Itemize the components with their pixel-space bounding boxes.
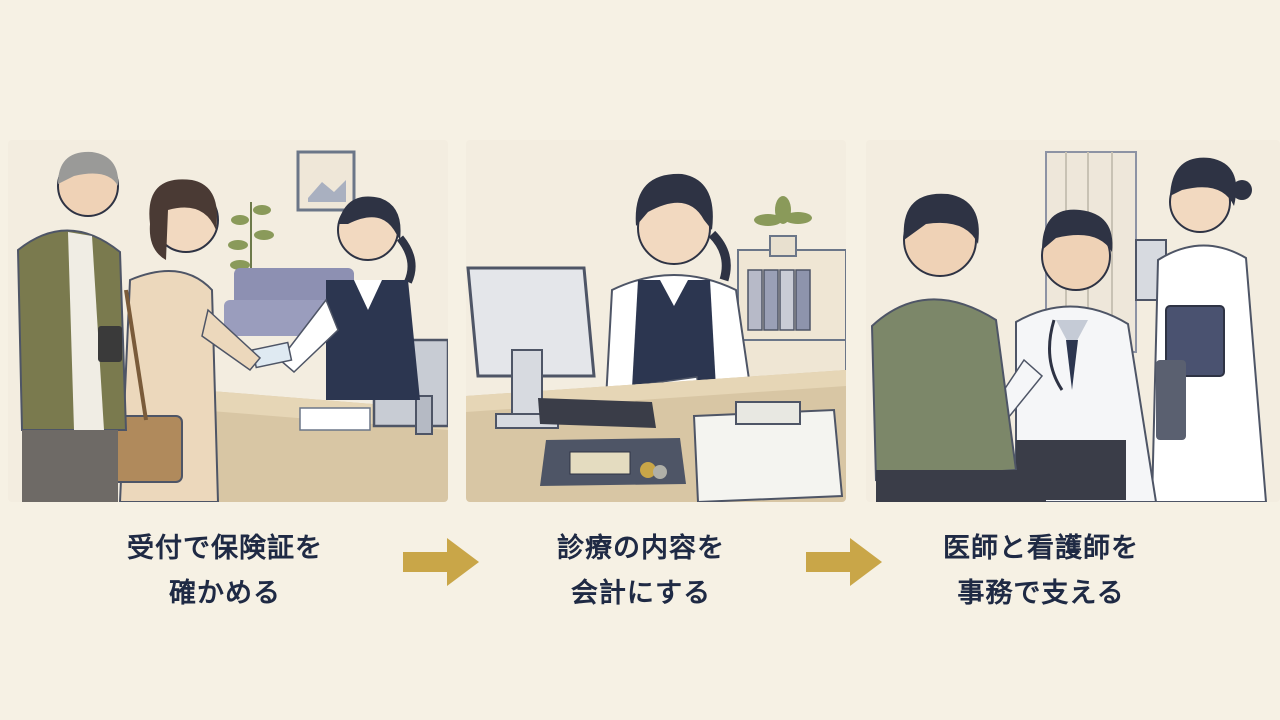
- exam-illustration: [866, 140, 1280, 502]
- step-2-caption: 診療の内容を 会計にする: [476, 526, 806, 616]
- panel-billing: [466, 140, 846, 502]
- clipboard: [1165, 305, 1225, 377]
- step-2-line-2: 会計にする: [570, 578, 712, 609]
- panel-doctor-nurse: [866, 140, 1280, 502]
- computer-monitor: [466, 266, 596, 378]
- stethoscope: [1048, 319, 1064, 391]
- step-3-line-2: 事務で支える: [957, 578, 1125, 609]
- step-1-line-2: 確かめる: [169, 578, 281, 609]
- step-2-line-1: 診療の内容を: [557, 533, 725, 564]
- panel-reception: [8, 140, 448, 502]
- reception-illustration: [8, 140, 448, 502]
- billing-illustration: [466, 140, 846, 502]
- step-1-caption: 受付で保険証を 確かめる: [60, 526, 390, 616]
- arrow-right-icon: [806, 536, 884, 588]
- step-3-line-1: 医師と看護師を: [943, 533, 1139, 564]
- step-3-caption: 医師と看護師を 事務で支える: [876, 526, 1206, 616]
- step-1-line-1: 受付で保険証を: [127, 533, 323, 564]
- arrow-right-icon: [403, 536, 481, 588]
- keyboard: [538, 398, 656, 428]
